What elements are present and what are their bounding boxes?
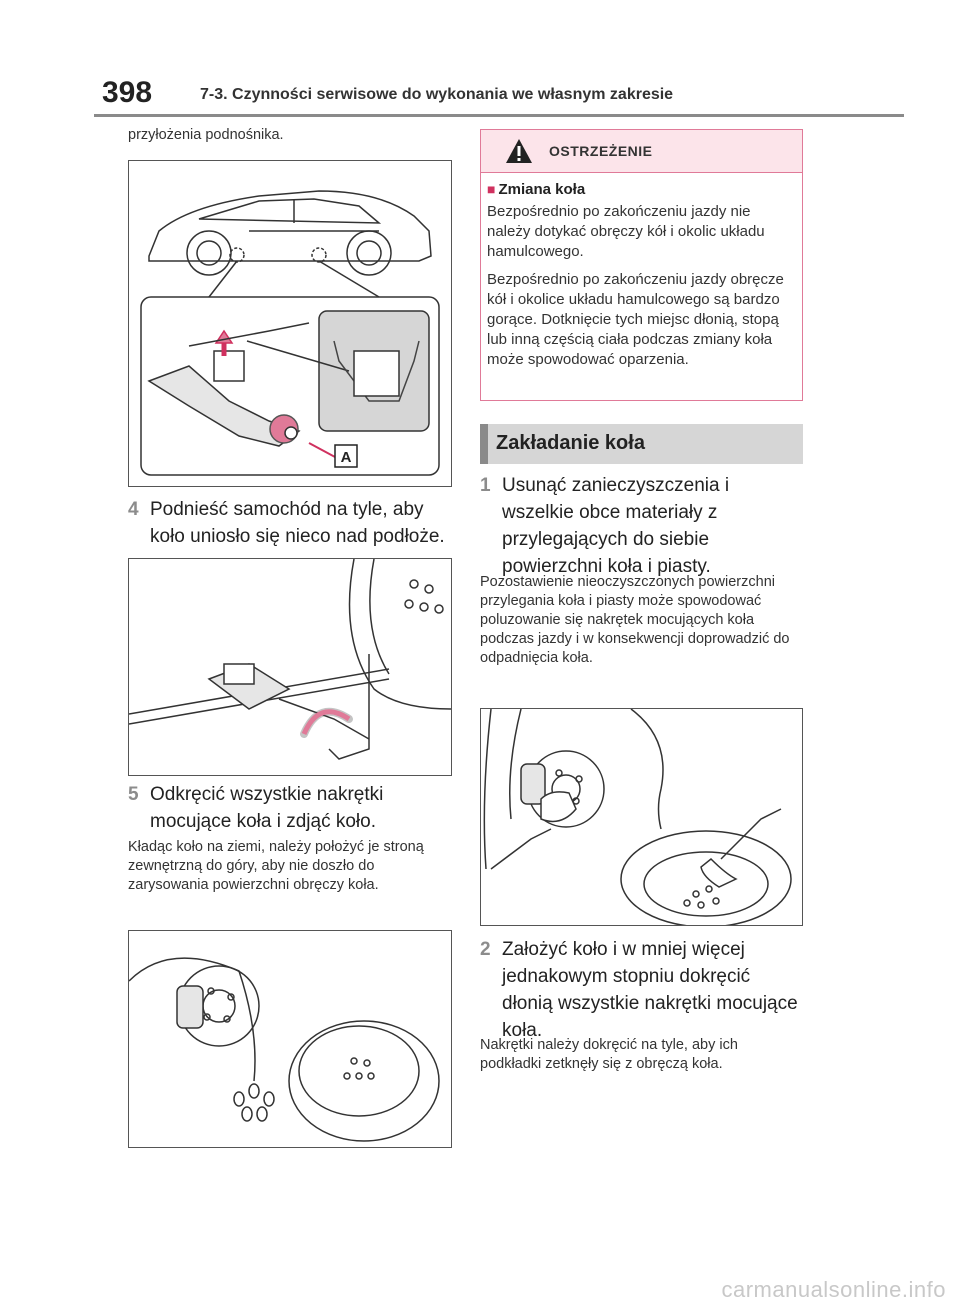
square-bullet-icon: ■ xyxy=(487,181,496,197)
warning-subtitle: ■Zmiana koła xyxy=(487,181,586,198)
clean-surfaces-illustration xyxy=(483,709,792,925)
step-1-text: Usunąć zanieczyszczenia i wszelkie obce … xyxy=(502,475,730,577)
step-4: 4 Podnieść samochód na tyle, aby koło un… xyxy=(128,496,452,550)
step-1-number: 1 xyxy=(480,475,491,496)
warning-title: OSTRZEŻENIE xyxy=(549,143,653,159)
header-divider xyxy=(94,114,904,117)
step-5-text: Odkręcić wszystkie nakrętki mocujące koł… xyxy=(150,784,384,832)
lift-car-illustration xyxy=(129,559,451,760)
step-2-number: 2 xyxy=(480,939,491,960)
step-2-text: Założyć koło i w mniej więcej jednakowym… xyxy=(502,939,798,1041)
section-heading-bar xyxy=(480,424,488,464)
figure-lift-car xyxy=(128,558,452,776)
section-heading-box: Zakładanie koła xyxy=(480,424,803,464)
figure-remove-wheel xyxy=(128,930,452,1148)
warning-header: OSTRZEŻENIE xyxy=(481,130,802,173)
warning-box: OSTRZEŻENIE ■Zmiana koła Bezpośrednio po… xyxy=(480,129,803,401)
warning-paragraph-1: Bezpośrednio po zakończeniu jazdy nie na… xyxy=(487,203,765,260)
step-2-note: Nakrętki należy dokręcić na tyle, aby ic… xyxy=(480,1037,738,1072)
step-5: 5 Odkręcić wszystkie nakrętki mocujące k… xyxy=(128,781,452,835)
step-1: 1 Usunąć zanieczyszczenia i wszelkie obc… xyxy=(480,472,803,580)
section-title: 7-3. Czynności serwisowe do wykonania we… xyxy=(200,86,674,103)
step-5-note: Kładąc koło na ziemi, należy położyć je … xyxy=(128,839,424,893)
figure-label-a: A xyxy=(341,449,352,466)
step-5-number: 5 xyxy=(128,784,139,805)
page-header: 398 7-3. Czynności serwisowe do wykonani… xyxy=(94,72,904,112)
warning-triangle-icon xyxy=(506,139,532,163)
figure-jack-placement: A xyxy=(128,160,452,487)
intro-text: przyłożenia podnośnika. xyxy=(128,127,284,143)
step-1-note: Pozostawienie nieoczyszczonych powierzch… xyxy=(480,574,790,666)
step-2: 2 Założyć koło i w mniej więcej jednakow… xyxy=(480,936,803,1044)
section-heading: Zakładanie koła xyxy=(496,432,645,454)
remove-wheel-illustration xyxy=(129,957,440,1142)
step-4-text: Podnieść samochód na tyle, aby koło unio… xyxy=(150,499,445,547)
watermark: carmanualsonline.info xyxy=(721,1277,946,1302)
page-number: 398 xyxy=(102,76,153,109)
warning-paragraph-2: Bezpośrednio po zakończeniu jazdy obręcz… xyxy=(487,271,784,368)
step-4-number: 4 xyxy=(128,499,139,520)
jack-placement-illustration: A xyxy=(140,190,440,476)
figure-clean-surfaces xyxy=(480,708,803,926)
